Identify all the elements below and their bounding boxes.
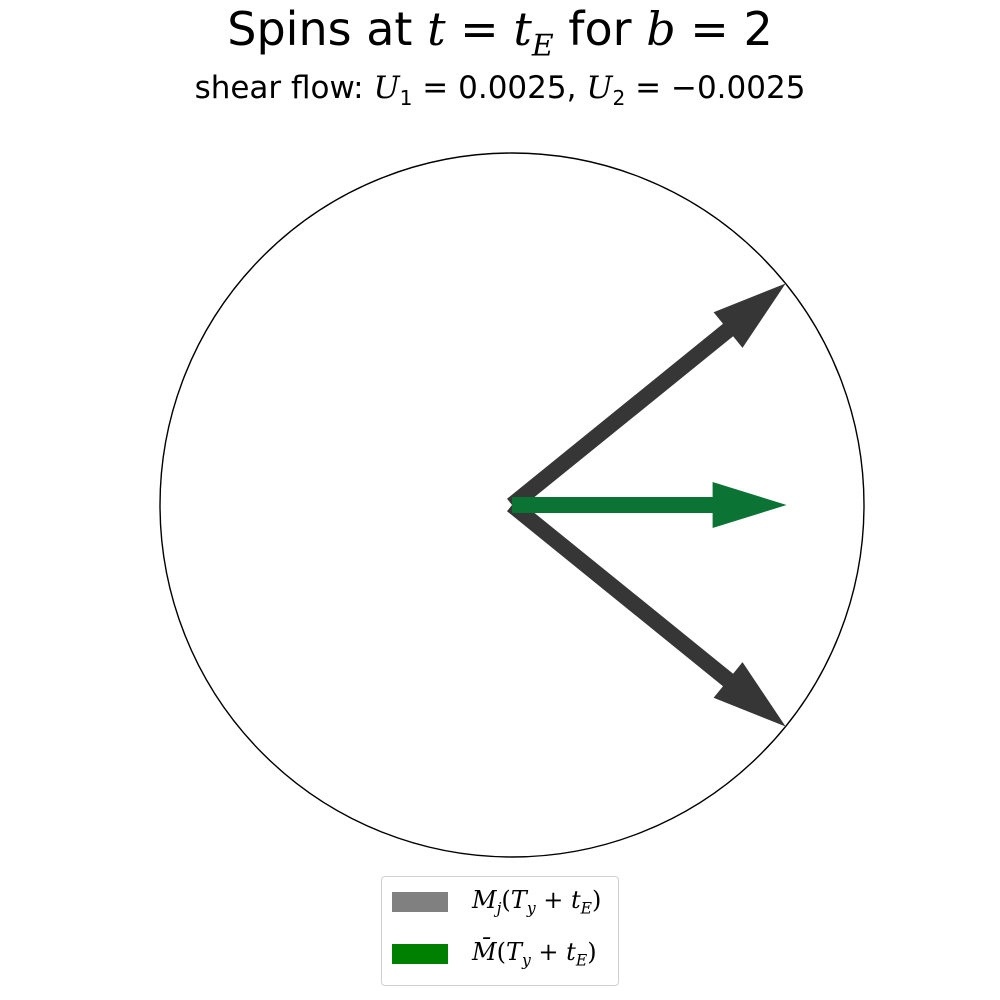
legend-swatch-spins [392, 892, 448, 912]
unit-circle [159, 152, 865, 858]
spin-arrow-2 [507, 498, 786, 727]
mean-spin-arrow [512, 482, 787, 528]
legend-item-spins: Mj(Ty + tE) [392, 886, 602, 918]
legend-label-mean: M̄(Ty + tE) [472, 938, 597, 970]
legend-item-mean: M̄(Ty + tE) [392, 938, 597, 970]
legend-label-spins: Mj(Ty + tE) [472, 886, 602, 918]
legend-swatch-mean [392, 944, 448, 964]
legend: Mj(Ty + tE) M̄(Ty + tE) [381, 876, 619, 986]
chart-title: Spins at t = tE for b = 2 [227, 2, 773, 64]
spin-arrow-1 [507, 283, 786, 512]
chart-subtitle: shear flow: U1 = 0.0025, U2 = −0.0025 [194, 70, 806, 111]
spin-arrows [507, 283, 787, 727]
